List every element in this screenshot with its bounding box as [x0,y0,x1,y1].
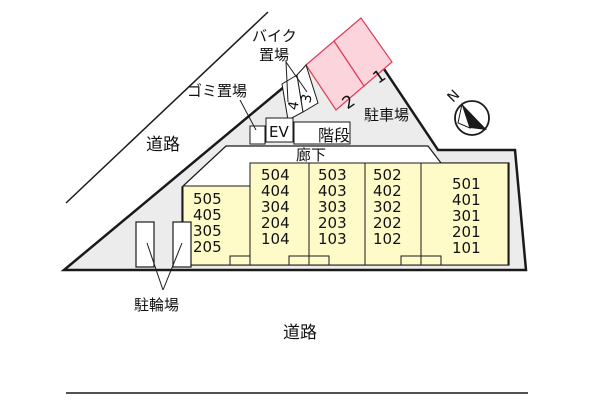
unit-column-4: 504 404 304 204 104 [261,166,290,248]
bike-parking-label-line2: 置場 [259,46,289,64]
balcony-mark [400,255,422,266]
unit-number: 103 [318,230,347,248]
unit-number: 505 [193,190,222,208]
balcony-mark [308,255,330,266]
balcony-mark [229,255,251,266]
garbage-label: ゴミ置場 [187,82,247,100]
bike-slot-number: 3 [298,93,315,105]
parking-label: 駐車場 [364,106,409,124]
north-compass: N [445,87,490,136]
unit-number: 301 [452,207,481,225]
balcony-mark [420,255,442,266]
unit-number: 102 [373,230,402,248]
unit-number: 202 [373,214,402,232]
bicycle-leader-line [146,242,164,291]
unit-number: 501 [452,175,481,193]
unit-number: 304 [261,198,290,216]
unit-number: 101 [452,239,481,257]
unit-number: 302 [373,198,402,216]
corridor-label: 廊下 [296,146,326,164]
bike-slot-number: 4 [285,100,302,112]
unit-column-2: 502 402 302 202 102 [373,166,402,248]
parking-spot-1 [333,17,393,87]
compass-arrow-icon [462,104,487,130]
unit-column-3-box [308,162,366,266]
bike-leader-line [285,61,289,103]
road-label-bottom: 道路 [283,323,317,343]
unit-number: 205 [193,238,222,256]
ev-box [265,117,294,143]
bicycle-rack-right [172,221,192,268]
north-label: N [445,87,464,106]
unit-column-2-box [364,162,422,266]
unit-number: 504 [261,166,290,184]
unit-number: 303 [318,198,347,216]
unit-number: 502 [373,166,402,184]
ev-label: EV [269,123,289,141]
unit-number: 403 [318,182,347,200]
stairs-label: 階段 [318,126,350,145]
bike-slot-3 [296,64,319,113]
unit-column-4-box [249,162,310,266]
unit-number: 203 [318,214,347,232]
unit-number: 401 [452,191,481,209]
unit-number: 305 [193,222,222,240]
garbage-box [249,125,266,145]
stairs-box [293,121,351,145]
unit-number: 201 [452,223,481,241]
unit-column-3: 503 403 303 203 103 [318,166,347,248]
unit-number: 404 [261,182,290,200]
unit-column-1-box [420,162,509,266]
road-label-left: 道路 [146,135,180,155]
garbage-leader-line [239,99,257,131]
unit-number: 104 [261,230,290,248]
road-edge-diagonal [65,11,269,204]
compass-arrow-tail [457,102,471,129]
unit-number: 402 [373,182,402,200]
unit-column-1: 501 401 301 201 101 [452,175,481,257]
unit-number: 405 [193,206,222,224]
bicycle-rack-left [135,221,155,268]
balcony-mark [288,255,310,266]
bicycle-parking-label: 駐輪場 [134,296,179,314]
unit-number: 503 [318,166,347,184]
unit-number: 204 [261,214,290,232]
bicycle-leader-line [162,242,183,291]
bike-leader-line [285,61,308,93]
unit-column-5: 505 405 305 205 [193,190,222,256]
bike-parking-label-line1: バイク [252,27,297,45]
